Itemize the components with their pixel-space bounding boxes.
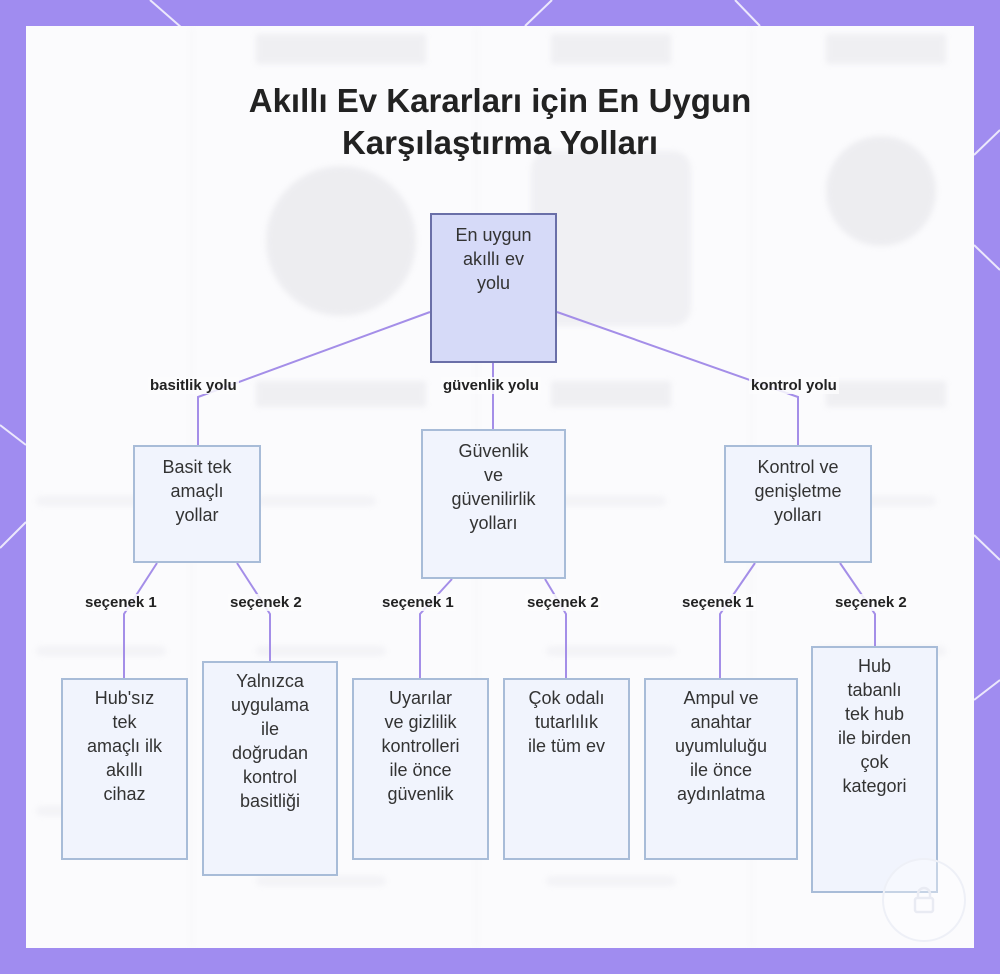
node-text-line: kontrolleri <box>381 736 460 756</box>
node-text-line: yolları <box>469 513 518 533</box>
edge-path-1-option-1 <box>123 562 158 678</box>
path-node-1: Basit tek amaçlı yollar <box>133 445 261 563</box>
option-node-1-2: Yalnızca uygulama ile doğrudan kontrol basitl… <box>202 661 338 876</box>
node-text-line: cihaz <box>103 784 146 804</box>
edge-root-to-1 <box>197 311 431 445</box>
edge-path-1-option-2 <box>236 562 271 661</box>
edge-label-option-3-1: seçenek 1 <box>680 594 756 611</box>
node-text-line: Hub <box>857 656 891 676</box>
edge-path-3-option-2 <box>839 562 876 646</box>
node-text-line: ile önce <box>689 760 753 780</box>
node-text-line: ve gizlilik <box>384 712 457 732</box>
node-text-line: Yalnızca <box>236 671 304 691</box>
path-node-2: Güvenlik ve güvenilirlik yolları <box>421 429 566 579</box>
lock-badge <box>882 858 966 942</box>
node-text-line: güvenlik <box>387 784 454 804</box>
node-text-line: Basit tek <box>162 457 232 477</box>
node-text-line: akıllı <box>105 760 143 780</box>
edge-label-option-3-2: seçenek 2 <box>833 594 909 611</box>
node-text-line: genişletme <box>754 481 842 501</box>
node-text-line: tek hub <box>844 704 905 724</box>
node-text-line: ile önce <box>389 760 452 780</box>
node-text-line: kategori <box>842 776 907 796</box>
node-text-line: amaçlı <box>170 481 224 501</box>
path-node-3: Kontrol ve genişletme yolları <box>724 445 872 563</box>
edge-label-option-2-2: seçenek 2 <box>525 594 601 611</box>
option-node-1-1: Hub'sız tek amaçlı ilk akıllı cihaz <box>61 678 188 860</box>
node-text-line: güvenilirlik <box>451 489 536 509</box>
diagram-title: Akıllı Ev Kararları için En Uygun Karşıl… <box>0 80 1000 164</box>
node-text-line: çok <box>860 752 889 772</box>
node-text-line: ile tüm ev <box>527 736 606 756</box>
node-text-line: Ampul ve <box>683 688 759 708</box>
lock-icon <box>913 886 935 914</box>
node-text-line: ve <box>483 465 503 485</box>
node-text-line: anahtar <box>690 712 752 732</box>
option-node-3-2: Hub tabanlı tek hub ile birden çok kategori <box>811 646 938 893</box>
node-text-line: Hub'sız <box>94 688 155 708</box>
node-text-line: Çok odalı <box>528 688 605 708</box>
node-text-line: doğrudan <box>231 743 309 763</box>
node-text-line: ile birden <box>837 728 912 748</box>
node-text-line: kontrol <box>242 767 297 787</box>
node-text-line: amaçlı ilk <box>86 736 162 756</box>
node-text-line: yolu <box>476 273 511 293</box>
edge-root-to-3 <box>556 311 799 445</box>
node-text-line: yollar <box>175 505 219 525</box>
node-text-line: uygulama <box>230 695 310 715</box>
edge-path-2-option-1 <box>419 578 453 678</box>
node-text-line: basitliği <box>239 791 300 811</box>
edge-label-option-1-1: seçenek 1 <box>83 594 159 611</box>
node-text-line: uyumluluğu <box>674 736 768 756</box>
node-text-line: aydınlatma <box>676 784 766 804</box>
node-text-line: tabanlı <box>847 680 902 700</box>
edge-path-2-option-2 <box>544 578 567 678</box>
root-node: En uygun akıllı ev yolu <box>430 213 557 363</box>
node-text-line: ile <box>260 719 279 739</box>
node-text-line: Güvenlik <box>458 441 529 461</box>
node-text-line: yolları <box>773 505 822 525</box>
node-text-line: Kontrol ve <box>757 457 839 477</box>
title-line-2: Karşılaştırma Yolları <box>341 124 659 161</box>
edge-label-path-3: kontrol yolu <box>749 377 839 394</box>
node-text-line: tutarlılık <box>534 712 599 732</box>
edge-label-option-1-2: seçenek 2 <box>228 594 304 611</box>
node-text-line: Uyarılar <box>388 688 452 708</box>
node-text-line: akıllı ev <box>462 249 525 269</box>
node-text-line: tek <box>112 712 137 732</box>
edge-path-3-option-1 <box>719 562 756 678</box>
option-node-2-2: Çok odalı tutarlılık ile tüm ev <box>503 678 630 860</box>
option-node-2-1: Uyarılar ve gizlilik kontrolleri ile önce gü… <box>352 678 489 860</box>
title-line-1: Akıllı Ev Kararları için En Uygun <box>248 82 752 119</box>
edge-label-path-2: güvenlik yolu <box>441 377 541 394</box>
edge-label-option-2-1: seçenek 1 <box>380 594 456 611</box>
option-node-3-1: Ampul ve anahtar uyumluluğu ile önce aydınla… <box>644 678 798 860</box>
node-text-line: En uygun <box>455 225 532 245</box>
edge-label-path-1: basitlik yolu <box>148 377 239 394</box>
